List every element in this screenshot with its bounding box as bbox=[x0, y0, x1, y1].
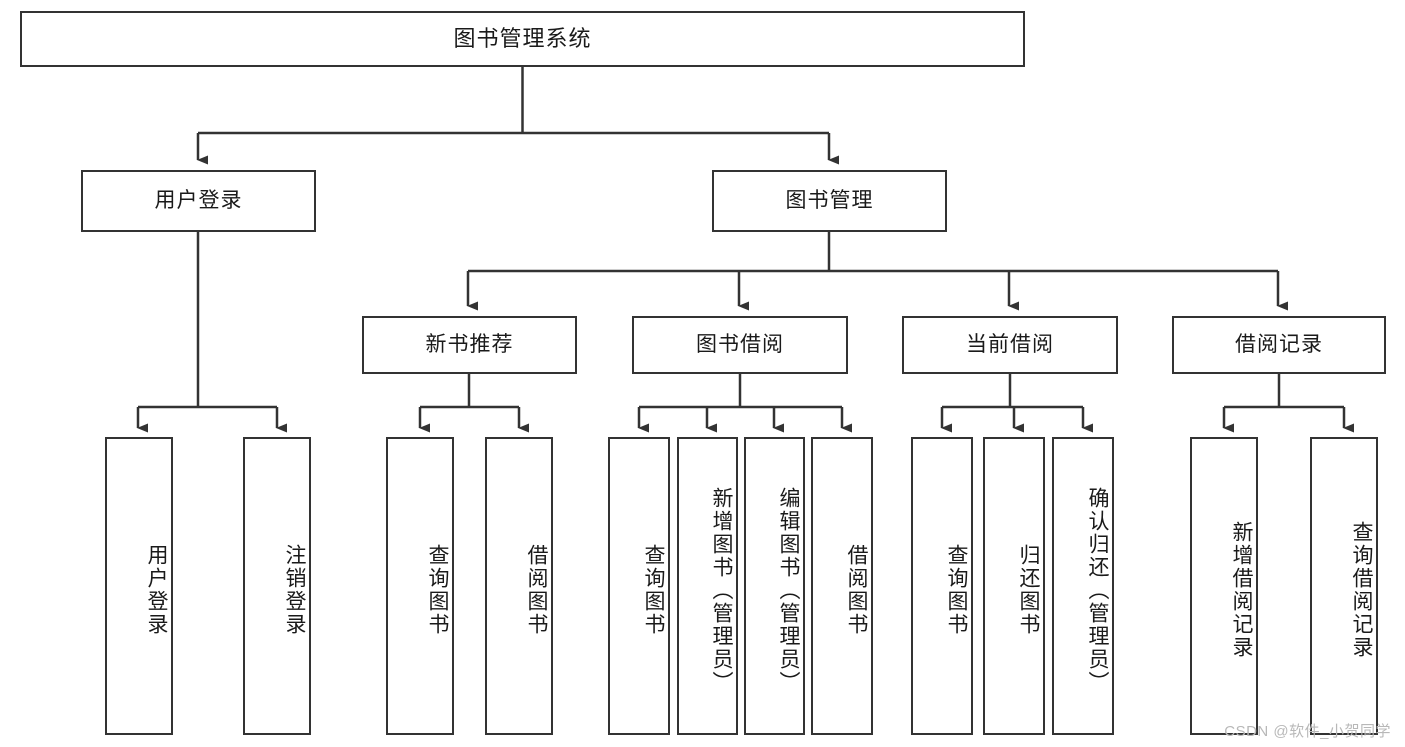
node-leaf-query-book-recommend[interactable]: 查询图书 bbox=[386, 437, 454, 735]
edge-group-new-book-rec bbox=[418, 374, 529, 433]
node-leaf-add-book-admin[interactable]: 新增图书（管理员） bbox=[677, 437, 738, 735]
edge-group-root bbox=[196, 67, 839, 165]
node-label: 新增借阅记录 bbox=[1230, 521, 1253, 659]
node-borrowing-record[interactable]: 借阅记录 bbox=[1172, 316, 1386, 374]
node-leaf-return-book[interactable]: 归还图书 bbox=[983, 437, 1045, 735]
node-new-book-recommendation[interactable]: 新书推荐 bbox=[362, 316, 577, 374]
node-leaf-user-login[interactable]: 用户登录 bbox=[105, 437, 173, 735]
node-label: 确认归还（管理员） bbox=[1086, 486, 1109, 694]
node-label: 图书管理系统 bbox=[453, 25, 592, 51]
node-leaf-add-borrow-record[interactable]: 新增借阅记录 bbox=[1190, 437, 1258, 735]
node-label: 编辑图书（管理员） bbox=[777, 486, 800, 694]
node-label: 新书推荐 bbox=[425, 333, 514, 357]
csdn-watermark: CSDN @软件_小贺同学 bbox=[1224, 723, 1391, 740]
node-leaf-confirm-return-admin[interactable]: 确认归还（管理员） bbox=[1052, 437, 1114, 735]
node-leaf-query-book-current[interactable]: 查询图书 bbox=[911, 437, 973, 735]
node-label: 图书管理 bbox=[785, 189, 874, 213]
node-label: 用户登录 bbox=[154, 189, 243, 213]
node-leaf-query-borrow-record[interactable]: 查询借阅记录 bbox=[1310, 437, 1378, 735]
node-label: 图书借阅 bbox=[696, 333, 784, 357]
node-label: 查询图书 bbox=[426, 544, 449, 636]
edge-group-book-borrow bbox=[637, 374, 852, 433]
node-book-borrowing[interactable]: 图书借阅 bbox=[632, 316, 848, 374]
node-label: 借阅记录 bbox=[1235, 333, 1323, 357]
node-leaf-borrow-book-recommend[interactable]: 借阅图书 bbox=[485, 437, 553, 735]
node-label: 用户登录 bbox=[145, 544, 168, 636]
node-label: 新增图书（管理员） bbox=[710, 486, 733, 694]
node-leaf-borrow-book[interactable]: 借阅图书 bbox=[811, 437, 873, 735]
node-book-management[interactable]: 图书管理 bbox=[712, 170, 947, 232]
edge-group-book-manage bbox=[466, 232, 1288, 311]
node-label: 查询借阅记录 bbox=[1350, 521, 1373, 659]
node-leaf-logout[interactable]: 注销登录 bbox=[243, 437, 311, 735]
node-label: 查询图书 bbox=[945, 544, 968, 636]
node-current-borrowing[interactable]: 当前借阅 bbox=[902, 316, 1118, 374]
node-label: 借阅图书 bbox=[845, 544, 868, 636]
edge-group-user-login bbox=[136, 232, 287, 433]
edge-group-current-borrow bbox=[940, 374, 1093, 433]
node-label: 借阅图书 bbox=[525, 544, 548, 636]
node-label: 归还图书 bbox=[1017, 544, 1040, 636]
node-label: 查询图书 bbox=[642, 544, 665, 636]
node-label: 当前借阅 bbox=[966, 333, 1054, 357]
node-leaf-query-book-borrow[interactable]: 查询图书 bbox=[608, 437, 670, 735]
node-leaf-edit-book-admin[interactable]: 编辑图书（管理员） bbox=[744, 437, 805, 735]
node-label: 注销登录 bbox=[283, 544, 306, 636]
node-root-book-management-system[interactable]: 图书管理系统 bbox=[20, 11, 1025, 67]
node-user-login[interactable]: 用户登录 bbox=[81, 170, 316, 232]
edge-group-borrow-record bbox=[1222, 374, 1354, 433]
